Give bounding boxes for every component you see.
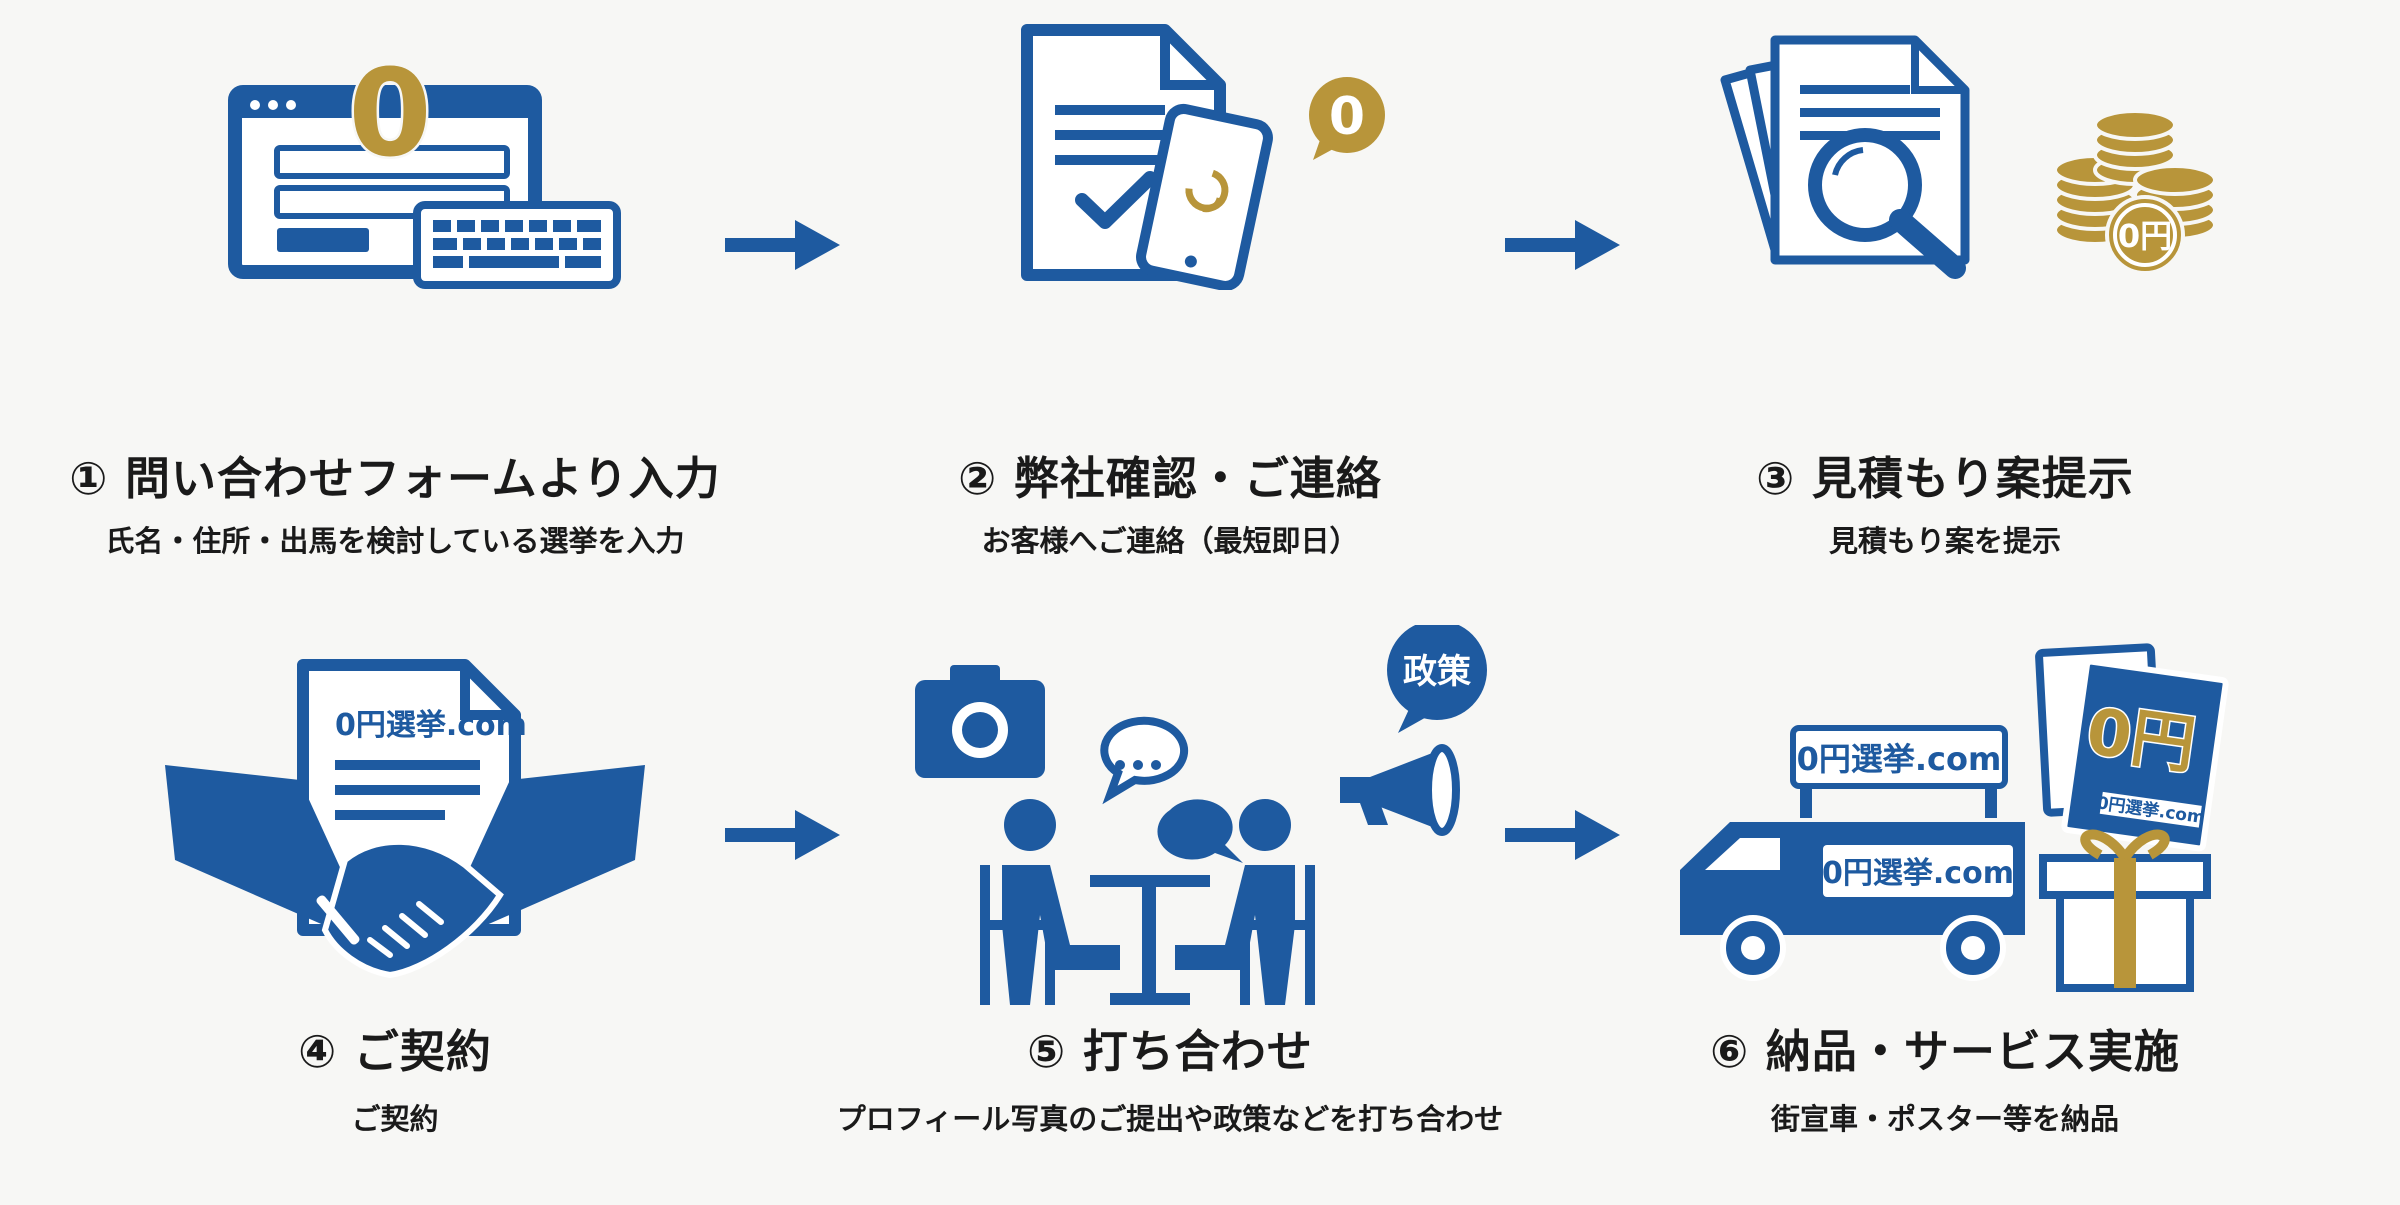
- contract-brand-text: 0円選挙.com: [335, 708, 527, 743]
- zero-badge-text: 0: [348, 45, 432, 184]
- step-1-description: 氏名・住所・出馬を検討している選挙を入力: [105, 524, 685, 558]
- step-4-title: ④ ご契約: [298, 1025, 492, 1078]
- coin-label: 0円: [2118, 217, 2172, 255]
- checked-document-icon: 0: [1021, 24, 1385, 290]
- gift-icon: [2039, 829, 2211, 992]
- van-roof-brand-text: 0円選挙.com: [1797, 740, 2002, 778]
- campaign-van-icon: 0円 0円選挙.com 0円選挙.com 0円選挙.com: [1680, 643, 2229, 992]
- poster-label: 0円: [2082, 695, 2200, 783]
- arrow-step4-to-step5: [725, 810, 840, 860]
- meeting-icon: 政策: [915, 625, 1487, 1005]
- step-1-title: ① 問い合わせフォームより入力: [69, 452, 721, 505]
- browser-form-icon: 0: [228, 43, 621, 289]
- step-6-title: ⑥ 納品・サービス実施: [1710, 1025, 2180, 1078]
- step-5-title: ⑤ 打ち合わせ: [1027, 1025, 1313, 1078]
- coin-stack-icon: [2053, 109, 2217, 275]
- arrow-step1-to-step2: [725, 220, 840, 270]
- step-5-description: プロフィール写真のご提出や政策などを打ち合わせ: [836, 1102, 1504, 1136]
- van-side-brand-text: 0円選挙.com: [1822, 856, 2014, 891]
- arrow-step5-to-step6: [1505, 810, 1620, 860]
- policy-bubble-text: 政策: [1403, 652, 1471, 692]
- step-2-description: お客様へご連絡（最短即日）: [981, 524, 1359, 558]
- step-4-description: ご契約: [351, 1102, 439, 1136]
- step-2-title: ② 弊社確認・ご連絡: [958, 452, 1382, 505]
- handshake-icon: 0円選挙.com: [165, 659, 645, 979]
- step-3-description: 見積もり案を提示: [1828, 524, 2061, 558]
- step-3-title: ③ 見積もり案提示: [1756, 452, 2134, 505]
- arrow-step2-to-step3: [1505, 220, 1620, 270]
- megaphone-icon: [1340, 750, 1440, 830]
- documents-magnifier-icon: 0円: [1720, 35, 2217, 279]
- keyboard-icon: [413, 201, 621, 289]
- zero-bubble-text: 0: [1329, 87, 1365, 147]
- step-6-description: 街宣車・ポスター等を納品: [1770, 1102, 2119, 1136]
- smartphone-call-icon: [1136, 103, 1273, 290]
